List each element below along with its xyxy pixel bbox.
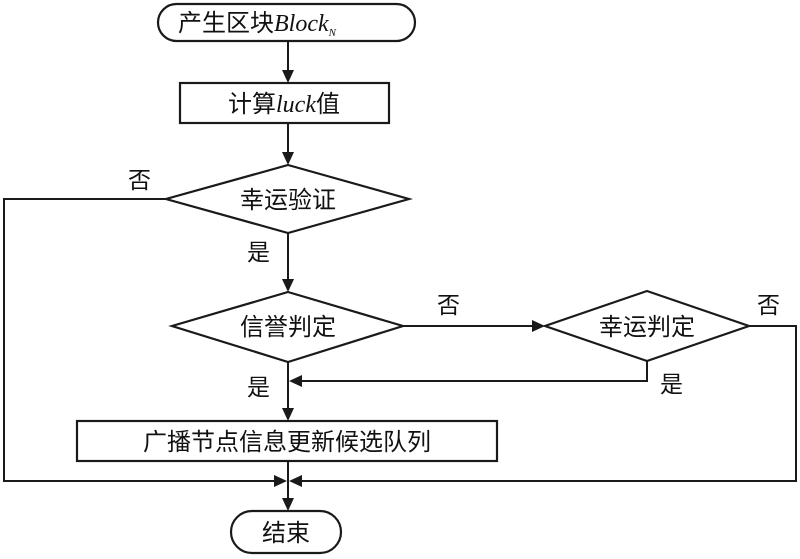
calc-luck-variable: luck — [276, 92, 316, 118]
luck-verify-yes-label: 是 — [247, 240, 270, 266]
calc-luck-node — [178, 81, 391, 125]
broadcast-label: 广播节点信息更新候选队列 — [143, 428, 431, 456]
arrowhead-end — [282, 498, 294, 511]
credit-yes-label: 是 — [247, 375, 270, 401]
arrowhead-merge-right — [289, 475, 302, 487]
start-node-label: 产生区块BlockN — [178, 9, 337, 39]
credit-judge-label: 信誉判定 — [240, 313, 336, 341]
credit-judge-node — [168, 290, 407, 364]
luck-judge-label: 幸运判定 — [599, 313, 695, 341]
luck-verify-no-label: 否 — [128, 168, 151, 194]
luck-verify-label: 幸运验证 — [240, 186, 336, 214]
arrowhead-luck-judge — [532, 320, 545, 332]
arrowhead-luck-verify — [282, 152, 294, 165]
luck-judge-yes-label: 是 — [660, 372, 683, 398]
calc-luck-prefix: 计算 — [228, 90, 276, 118]
start-node — [156, 2, 417, 43]
end-label: 结束 — [262, 519, 310, 547]
credit-no-label: 否 — [437, 293, 460, 319]
arrowhead-broadcast — [282, 408, 294, 421]
broadcast-node — [75, 419, 499, 463]
calc-luck-label: 计算luck值 — [228, 90, 340, 118]
luck-judge-no-label: 否 — [757, 293, 780, 319]
arrowhead-merge-left — [274, 475, 287, 487]
arrowhead-calc — [282, 70, 294, 83]
arrowhead-merge-yes — [289, 375, 302, 387]
arrowhead-credit-judge — [282, 279, 294, 292]
connector-luck-judge-no — [296, 325, 797, 482]
luck-verify-node — [161, 163, 414, 235]
end-node — [229, 509, 343, 555]
connector-luck-judge-yes — [296, 361, 648, 382]
calc-luck-suffix: 值 — [316, 90, 340, 118]
start-node-prefix: 产生区块 — [178, 9, 274, 37]
connector-luck-verify-no — [3, 198, 280, 482]
luck-judge-node — [541, 289, 753, 363]
start-node-subscript: N — [328, 27, 337, 39]
start-node-variable: Block — [274, 11, 329, 37]
